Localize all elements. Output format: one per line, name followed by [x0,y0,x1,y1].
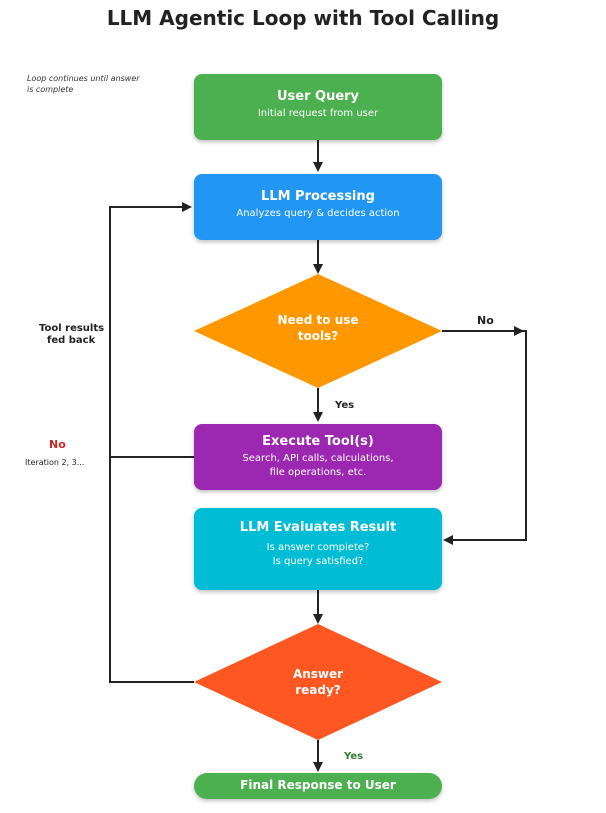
edge-label-yes-ready: Yes [344,751,364,762]
node-llm-evaluates: LLM Evaluates Result Is answer complete?… [194,508,442,590]
loop-label-line1: Tool results [39,323,105,334]
edge-label-no-tools: No [477,314,494,327]
decision-answer-ready-line2: ready? [295,683,341,697]
iteration-label: Iteration 2, 3... [25,458,85,467]
decision-need-tools-line2: tools? [298,329,338,343]
node-llm-processing: LLM Processing Analyzes query & decides … [194,174,442,240]
node-llm-processing-title: LLM Processing [261,189,375,204]
node-llm-evaluates-title: LLM Evaluates Result [239,520,397,535]
node-llm-evaluates-line2: Is query satisfied? [272,556,364,567]
arrow-loop-back [109,202,194,683]
diagram-title: LLM Agentic Loop with Tool Calling [106,6,500,30]
node-llm-processing-subtitle: Analyzes query & decides action [236,208,400,219]
edge-label-yes-tools: Yes [335,400,355,411]
node-execute-tools-line2: file operations, etc. [269,467,367,478]
node-final-response: Final Response to User [194,773,442,799]
edge-label-no-ready: No [49,438,66,451]
node-user-query-subtitle: Initial request from user [257,108,379,119]
node-user-query-title: User Query [276,89,360,104]
loop-note: Loop continues until answer is complete [27,74,140,94]
arrow-no-tools-route [442,330,527,545]
decision-need-tools-line1: Need to use [277,313,358,327]
node-execute-tools: Execute Tool(s) Search, API calls, calcu… [194,424,442,490]
decision-answer-ready [194,624,442,740]
decision-need-tools [194,274,442,388]
loop-label-line2: fed back [47,335,96,346]
node-final-response-title: Final Response to User [240,778,396,792]
decision-answer-ready-line1: Answer [293,667,343,681]
node-execute-tools-line1: Search, API calls, calculations, [242,453,394,464]
node-llm-evaluates-line1: Is answer complete? [266,542,370,553]
node-user-query: User Query Initial request from user [194,74,442,140]
node-execute-tools-title: Execute Tool(s) [262,434,374,449]
